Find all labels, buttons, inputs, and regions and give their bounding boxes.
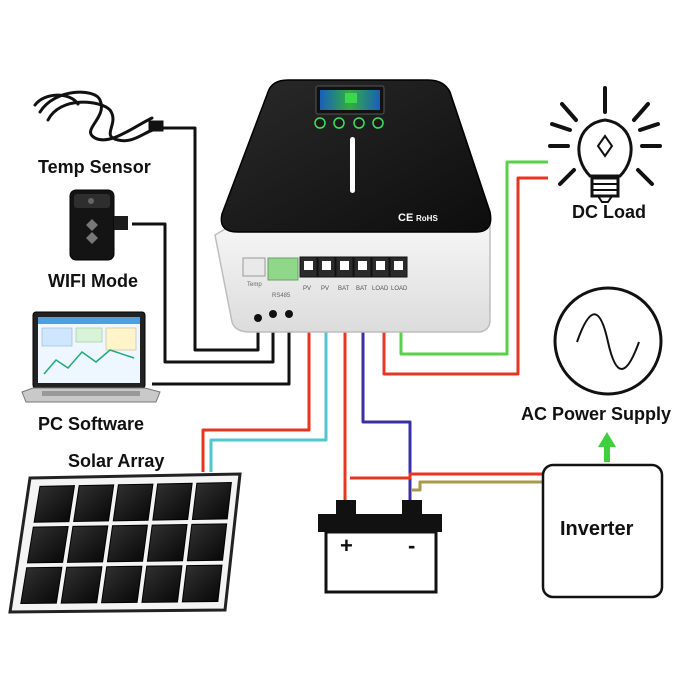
solar-panel-icon [8, 472, 242, 614]
wifi-module-cable [132, 222, 275, 364]
ac-power-supply-label: AC Power Supply [521, 404, 672, 424]
solar-cell [26, 525, 69, 564]
temp-port [242, 257, 266, 277]
solar-cell [191, 482, 232, 520]
wifi-mode-label: WIFI Mode [48, 271, 138, 291]
pv-negative-wire [209, 292, 328, 472]
terminal-label-6: LOAD [391, 286, 408, 292]
temp-port-label: Temp [247, 282, 262, 288]
temp-sensor-icon [33, 90, 164, 143]
lightbulb-icon [548, 86, 662, 203]
terminal-label-3: BAT [338, 286, 350, 292]
inverter-label: Inverter [560, 518, 634, 540]
temp-sensor-cable [160, 126, 260, 352]
solar-cell [106, 524, 149, 563]
terminal-block [299, 256, 408, 278]
ce-mark: CE [398, 212, 413, 224]
solar-cell [152, 482, 193, 521]
solar-cell [73, 484, 115, 523]
controller-lid [220, 79, 492, 233]
load-positive-wire [382, 176, 548, 376]
terminal-label-5: LOAD [372, 286, 389, 292]
charge-controller: CE RoHS Temp RS485 PV PV BAT BAT LOAD [214, 79, 492, 333]
inverter-box [541, 463, 664, 599]
terminal-label-1: PV [303, 286, 311, 292]
control-buttons [314, 117, 384, 129]
pc-software-label: PC Software [38, 414, 145, 434]
solar-cell [100, 565, 143, 604]
arrow-up-icon [598, 432, 616, 462]
terminal-label-2: PV [321, 286, 329, 292]
rohs-mark: RoHS [416, 214, 438, 223]
pv-positive-wire [201, 292, 311, 472]
solar-cell [20, 566, 63, 605]
solar-array-label: Solar Array [68, 451, 165, 471]
button-3 [353, 117, 365, 129]
button-1 [314, 117, 326, 129]
rs485-port [267, 257, 299, 281]
pc-software-cable [152, 318, 291, 386]
solar-cell [181, 564, 223, 603]
rs485-port-label: RS485 [272, 293, 291, 299]
laptop-icon [21, 311, 161, 403]
button-2 [333, 117, 345, 129]
solar-cell [66, 525, 109, 563]
temp-sensor-label: Temp Sensor [38, 157, 151, 177]
solar-cell [112, 483, 154, 522]
solar-cell [146, 524, 188, 562]
wifi-module-icon [69, 189, 128, 261]
solar-cell [141, 565, 183, 603]
battery-icon: + - [318, 500, 442, 594]
battery-plus-sign: + [340, 533, 353, 558]
bat-negative-wire [361, 292, 412, 505]
controller-body [214, 224, 491, 333]
solar-cell [186, 523, 228, 562]
inverter-negative-wire [412, 480, 545, 492]
solar-cell [33, 485, 76, 523]
inverter-positive-wire [350, 472, 545, 480]
button-4 [372, 117, 384, 129]
battery-minus-sign: - [408, 533, 415, 558]
dc-load-label: DC Load [572, 202, 646, 222]
load-negative-wire [399, 160, 548, 356]
indicator-light-bar [350, 137, 355, 193]
solar-cell [60, 566, 103, 604]
ac-source-icon [553, 286, 663, 396]
terminal-label-4: BAT [356, 286, 368, 292]
